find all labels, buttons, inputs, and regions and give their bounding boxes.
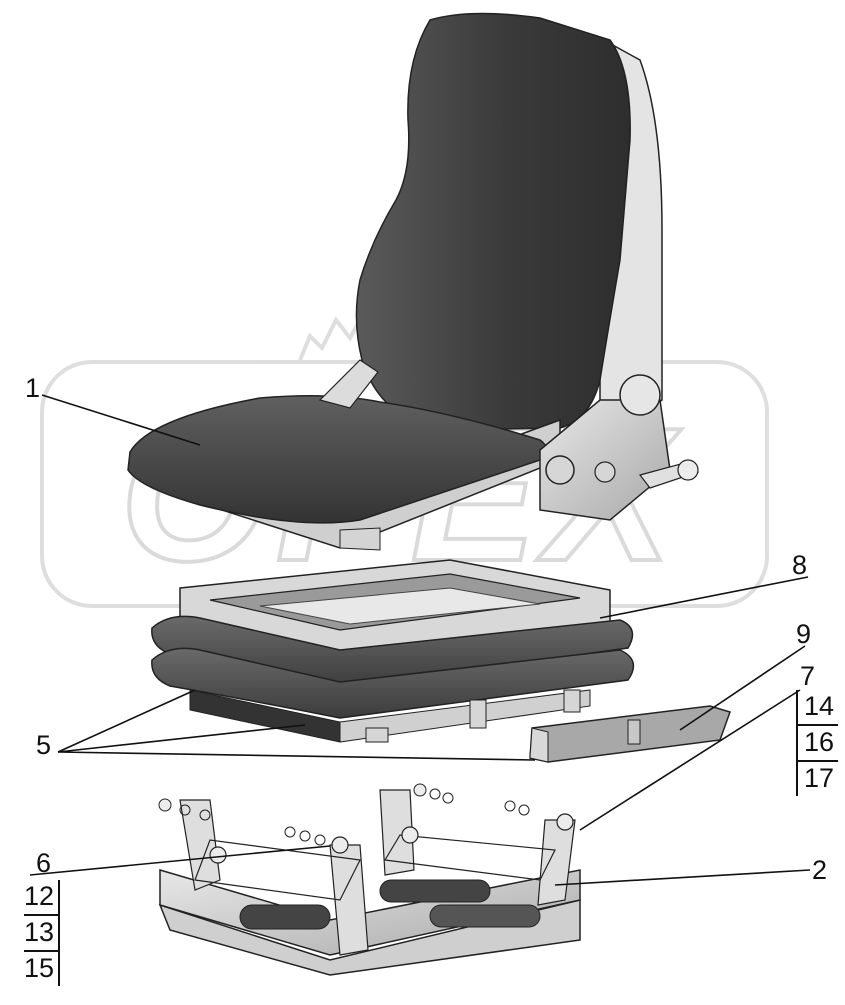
leader-lines <box>29 394 811 886</box>
callout-stack-left: 12 13 15 <box>24 880 60 986</box>
callout-8: 8 <box>792 550 808 580</box>
callout-12: 12 <box>24 880 58 916</box>
callout-15: 15 <box>24 953 55 983</box>
bracket <box>529 705 731 763</box>
callout-stack-right: 14 16 17 <box>796 690 838 796</box>
callout-2: 2 <box>812 855 828 885</box>
callout-1: 1 <box>25 373 41 403</box>
callout-5: 5 <box>36 730 52 760</box>
callout-13: 13 <box>24 916 58 952</box>
callout-6: 6 <box>36 848 52 878</box>
callout-9: 9 <box>796 619 812 649</box>
base-frame <box>158 783 581 976</box>
callout-14: 14 <box>798 690 838 726</box>
recline-mechanism <box>539 374 700 521</box>
seat-backrest <box>355 12 663 432</box>
callout-17: 17 <box>804 763 835 793</box>
callout-7: 7 <box>800 661 816 691</box>
bellows <box>151 615 635 743</box>
seat-cushion <box>127 359 561 551</box>
callout-16: 16 <box>798 726 838 762</box>
